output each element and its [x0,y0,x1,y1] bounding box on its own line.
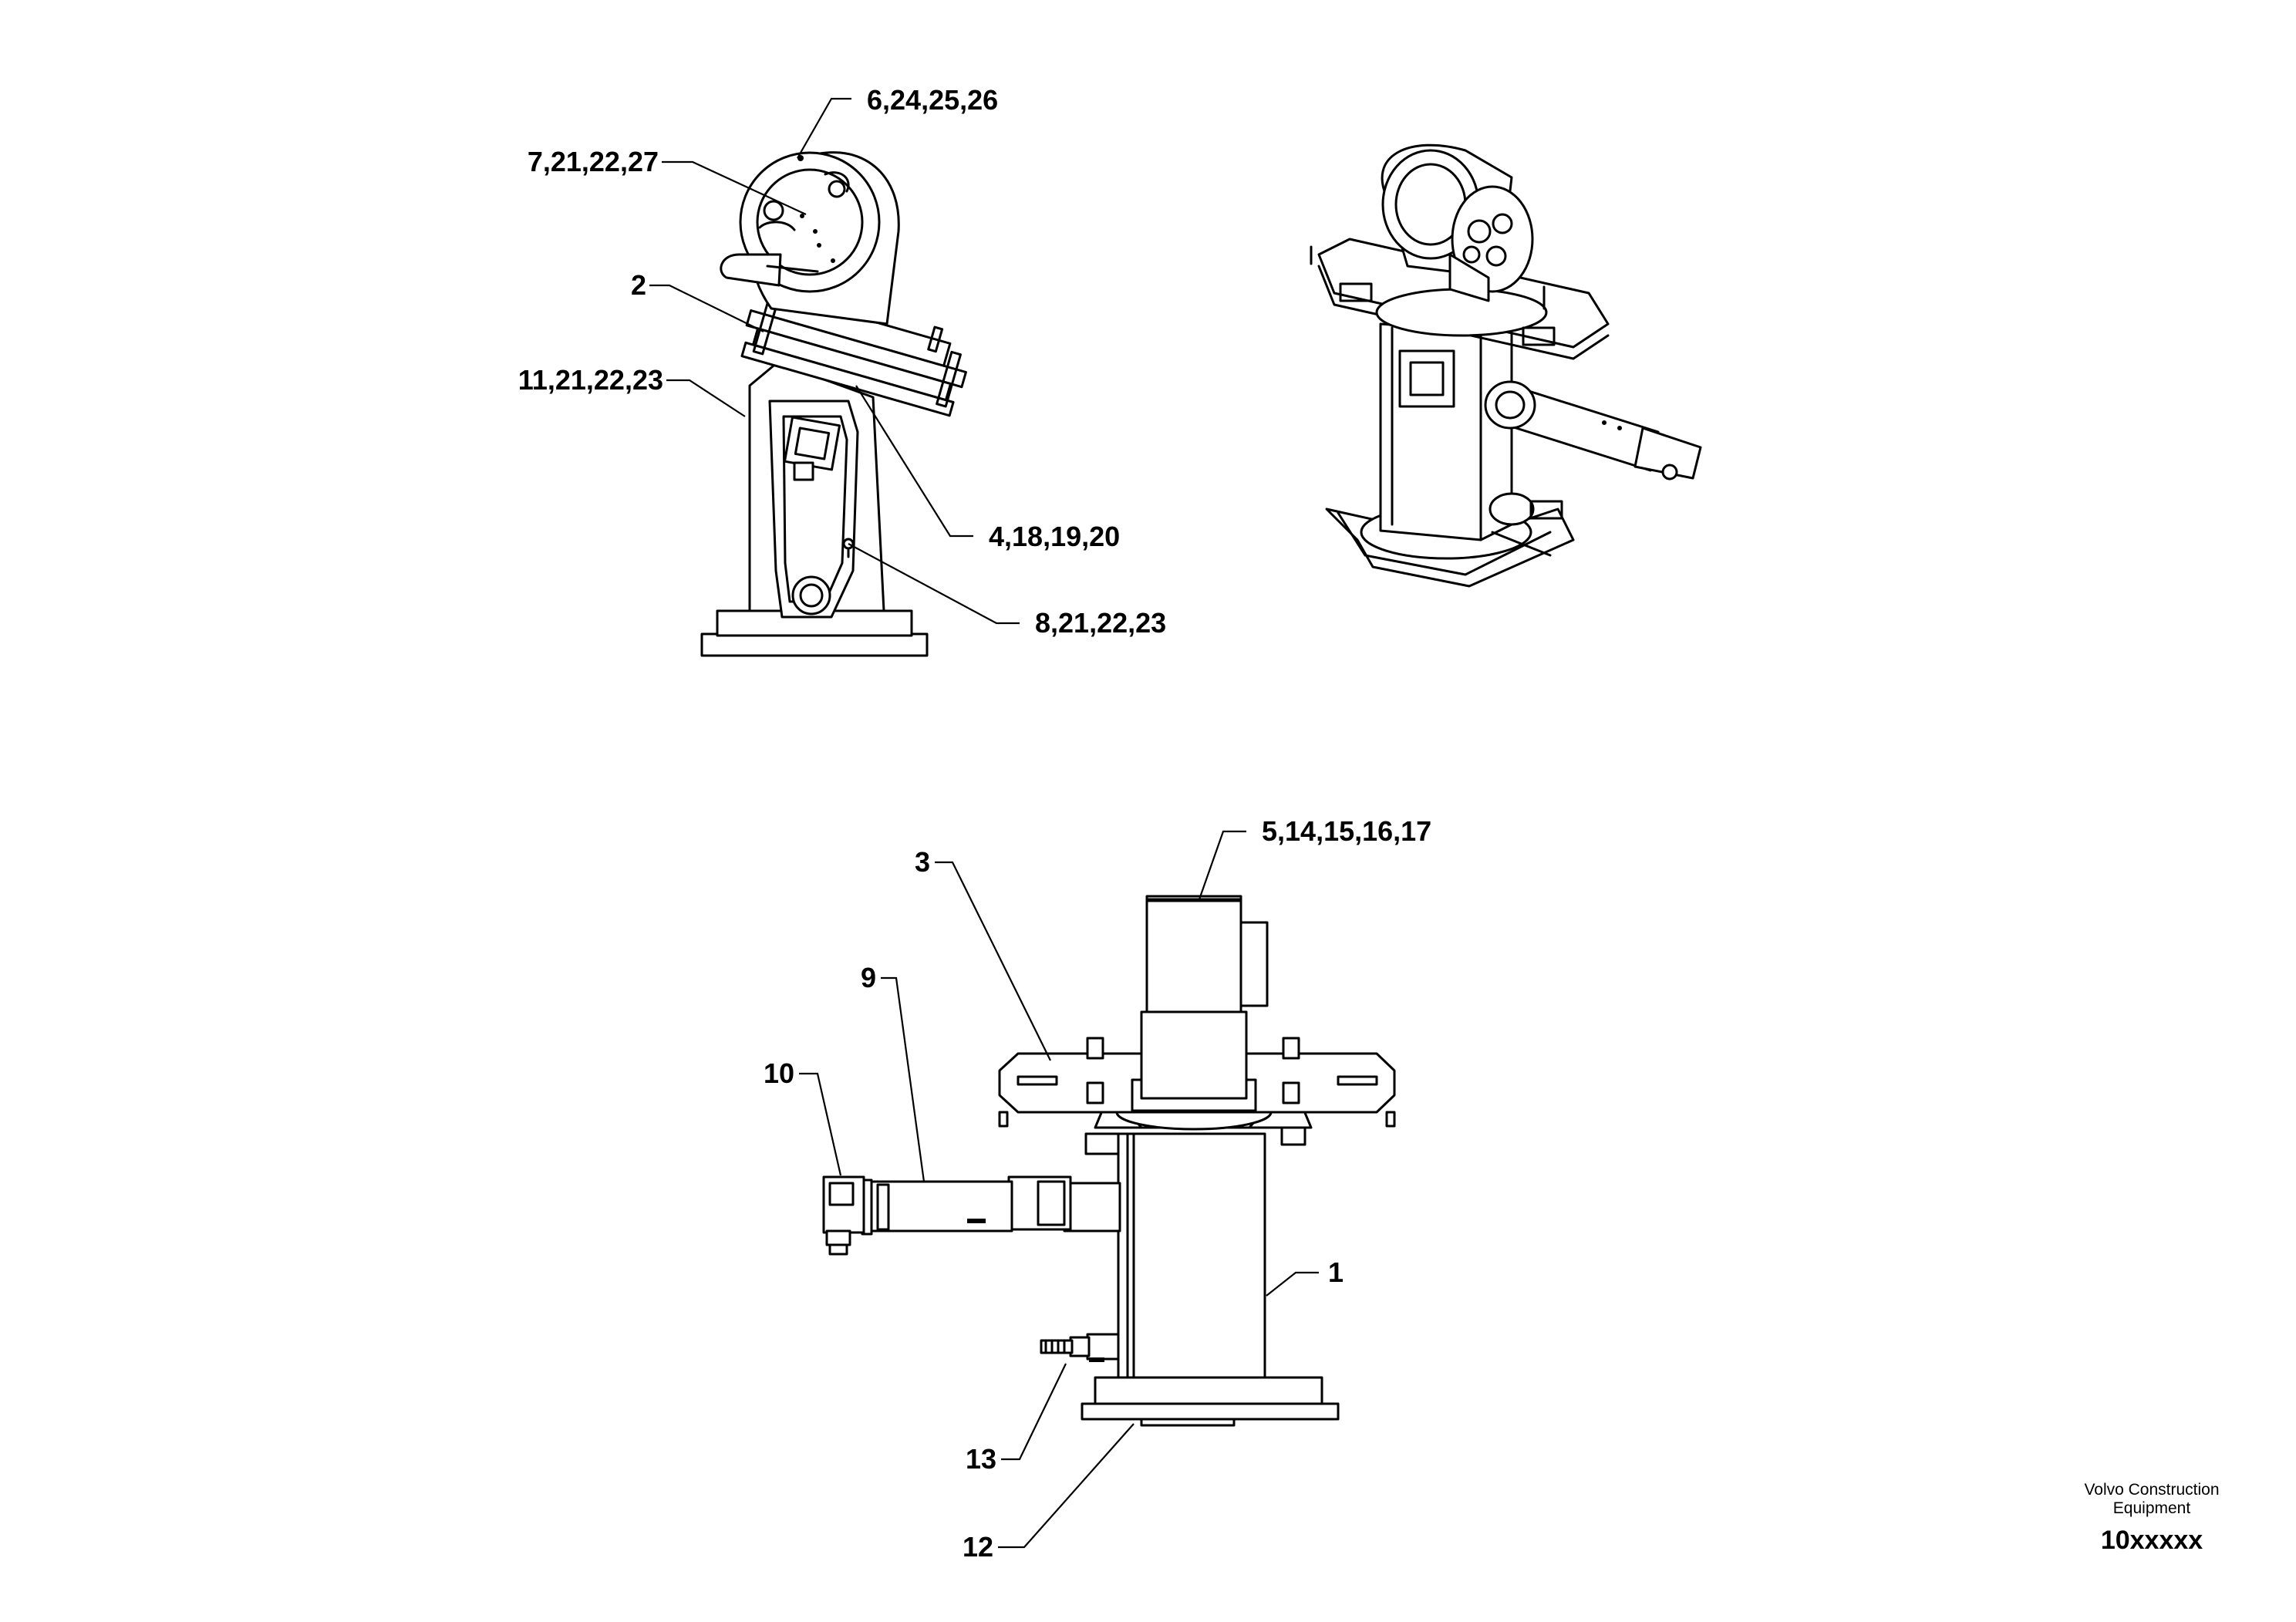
callout-1: 1 [1328,1256,1344,1288]
isometric-view-assembly [1310,143,1702,588]
leader-lines [649,97,1319,1549]
callout-6-24-25-26: 6,24,25,26 [867,84,998,116]
callout-11-21-22-23: 11,21,22,23 [518,364,663,396]
callout-8-21-22-23: 8,21,22,23 [1035,607,1166,639]
callout-2: 2 [631,269,646,301]
title-block: Volvo Construction Equipment 10xxxxx [2084,1481,2219,1555]
drawing-number: 10xxxxx [2101,1526,2203,1555]
front-view-assembly [822,895,1396,1427]
callout-3: 3 [915,846,930,878]
company-name-line2: Equipment [2113,1499,2191,1517]
callout-12: 12 [963,1531,993,1563]
callout-4-18-19-20: 4,18,19,20 [989,521,1120,552]
callout-7-21-22-27: 7,21,22,27 [528,146,659,177]
callout-9: 9 [861,962,876,993]
callout-10: 10 [764,1057,794,1089]
callout-5-14-15-16-17: 5,14,15,16,17 [1262,815,1431,847]
callout-labels: 6,24,25,26 7,21,22,27 2 11,21,22,23 4,18… [518,84,1431,1563]
callout-13: 13 [966,1443,996,1475]
company-name-line1: Volvo Construction [2084,1481,2219,1499]
side-view-assembly [700,151,967,657]
